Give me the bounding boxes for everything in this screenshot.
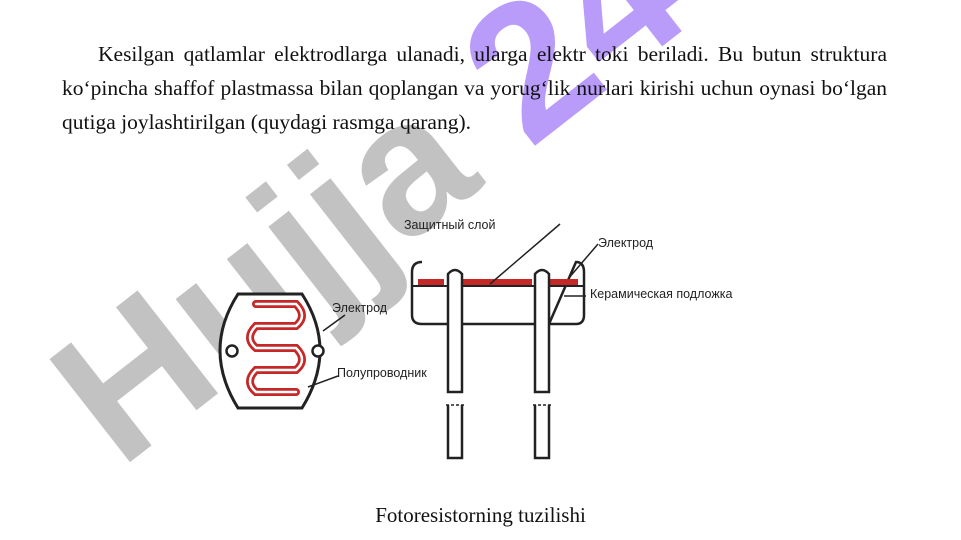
lead-right xyxy=(533,268,551,394)
top-view: Электрод Полупроводник xyxy=(218,292,427,410)
figure-caption: Fotoresistorning tuzilishi xyxy=(375,503,586,527)
semiconductor-track-inner xyxy=(248,302,304,394)
electrode-layer-left xyxy=(418,279,444,285)
mount-hole-left xyxy=(225,344,239,358)
label-electrode-right: Электрод xyxy=(598,236,654,250)
lead-left xyxy=(446,268,464,394)
label-semiconductor: Полупроводник xyxy=(337,366,427,380)
electrode-layer-right xyxy=(550,279,578,285)
mount-hole-right xyxy=(311,344,325,358)
semiconductor-layer xyxy=(462,279,532,285)
label-ceramic-substrate: Керамическая подложка xyxy=(590,287,732,301)
leader-electrode-right xyxy=(567,243,599,280)
leader-semiconductor xyxy=(307,375,339,388)
label-electrode-left: Электрод xyxy=(332,301,388,315)
leader-electrode-left xyxy=(322,314,346,332)
lead-left-end xyxy=(446,405,464,460)
housing-outline xyxy=(410,260,586,326)
body-paragraph: Kesilgan qatlamlar elektrodlarga ulanadi… xyxy=(62,42,887,134)
label-protective-layer: Защитный слой xyxy=(404,218,495,232)
cross-section: Защитный слой Электрод Керамическая подл… xyxy=(404,218,732,460)
leader-protective-layer xyxy=(489,223,561,285)
lead-right-end xyxy=(533,405,551,460)
